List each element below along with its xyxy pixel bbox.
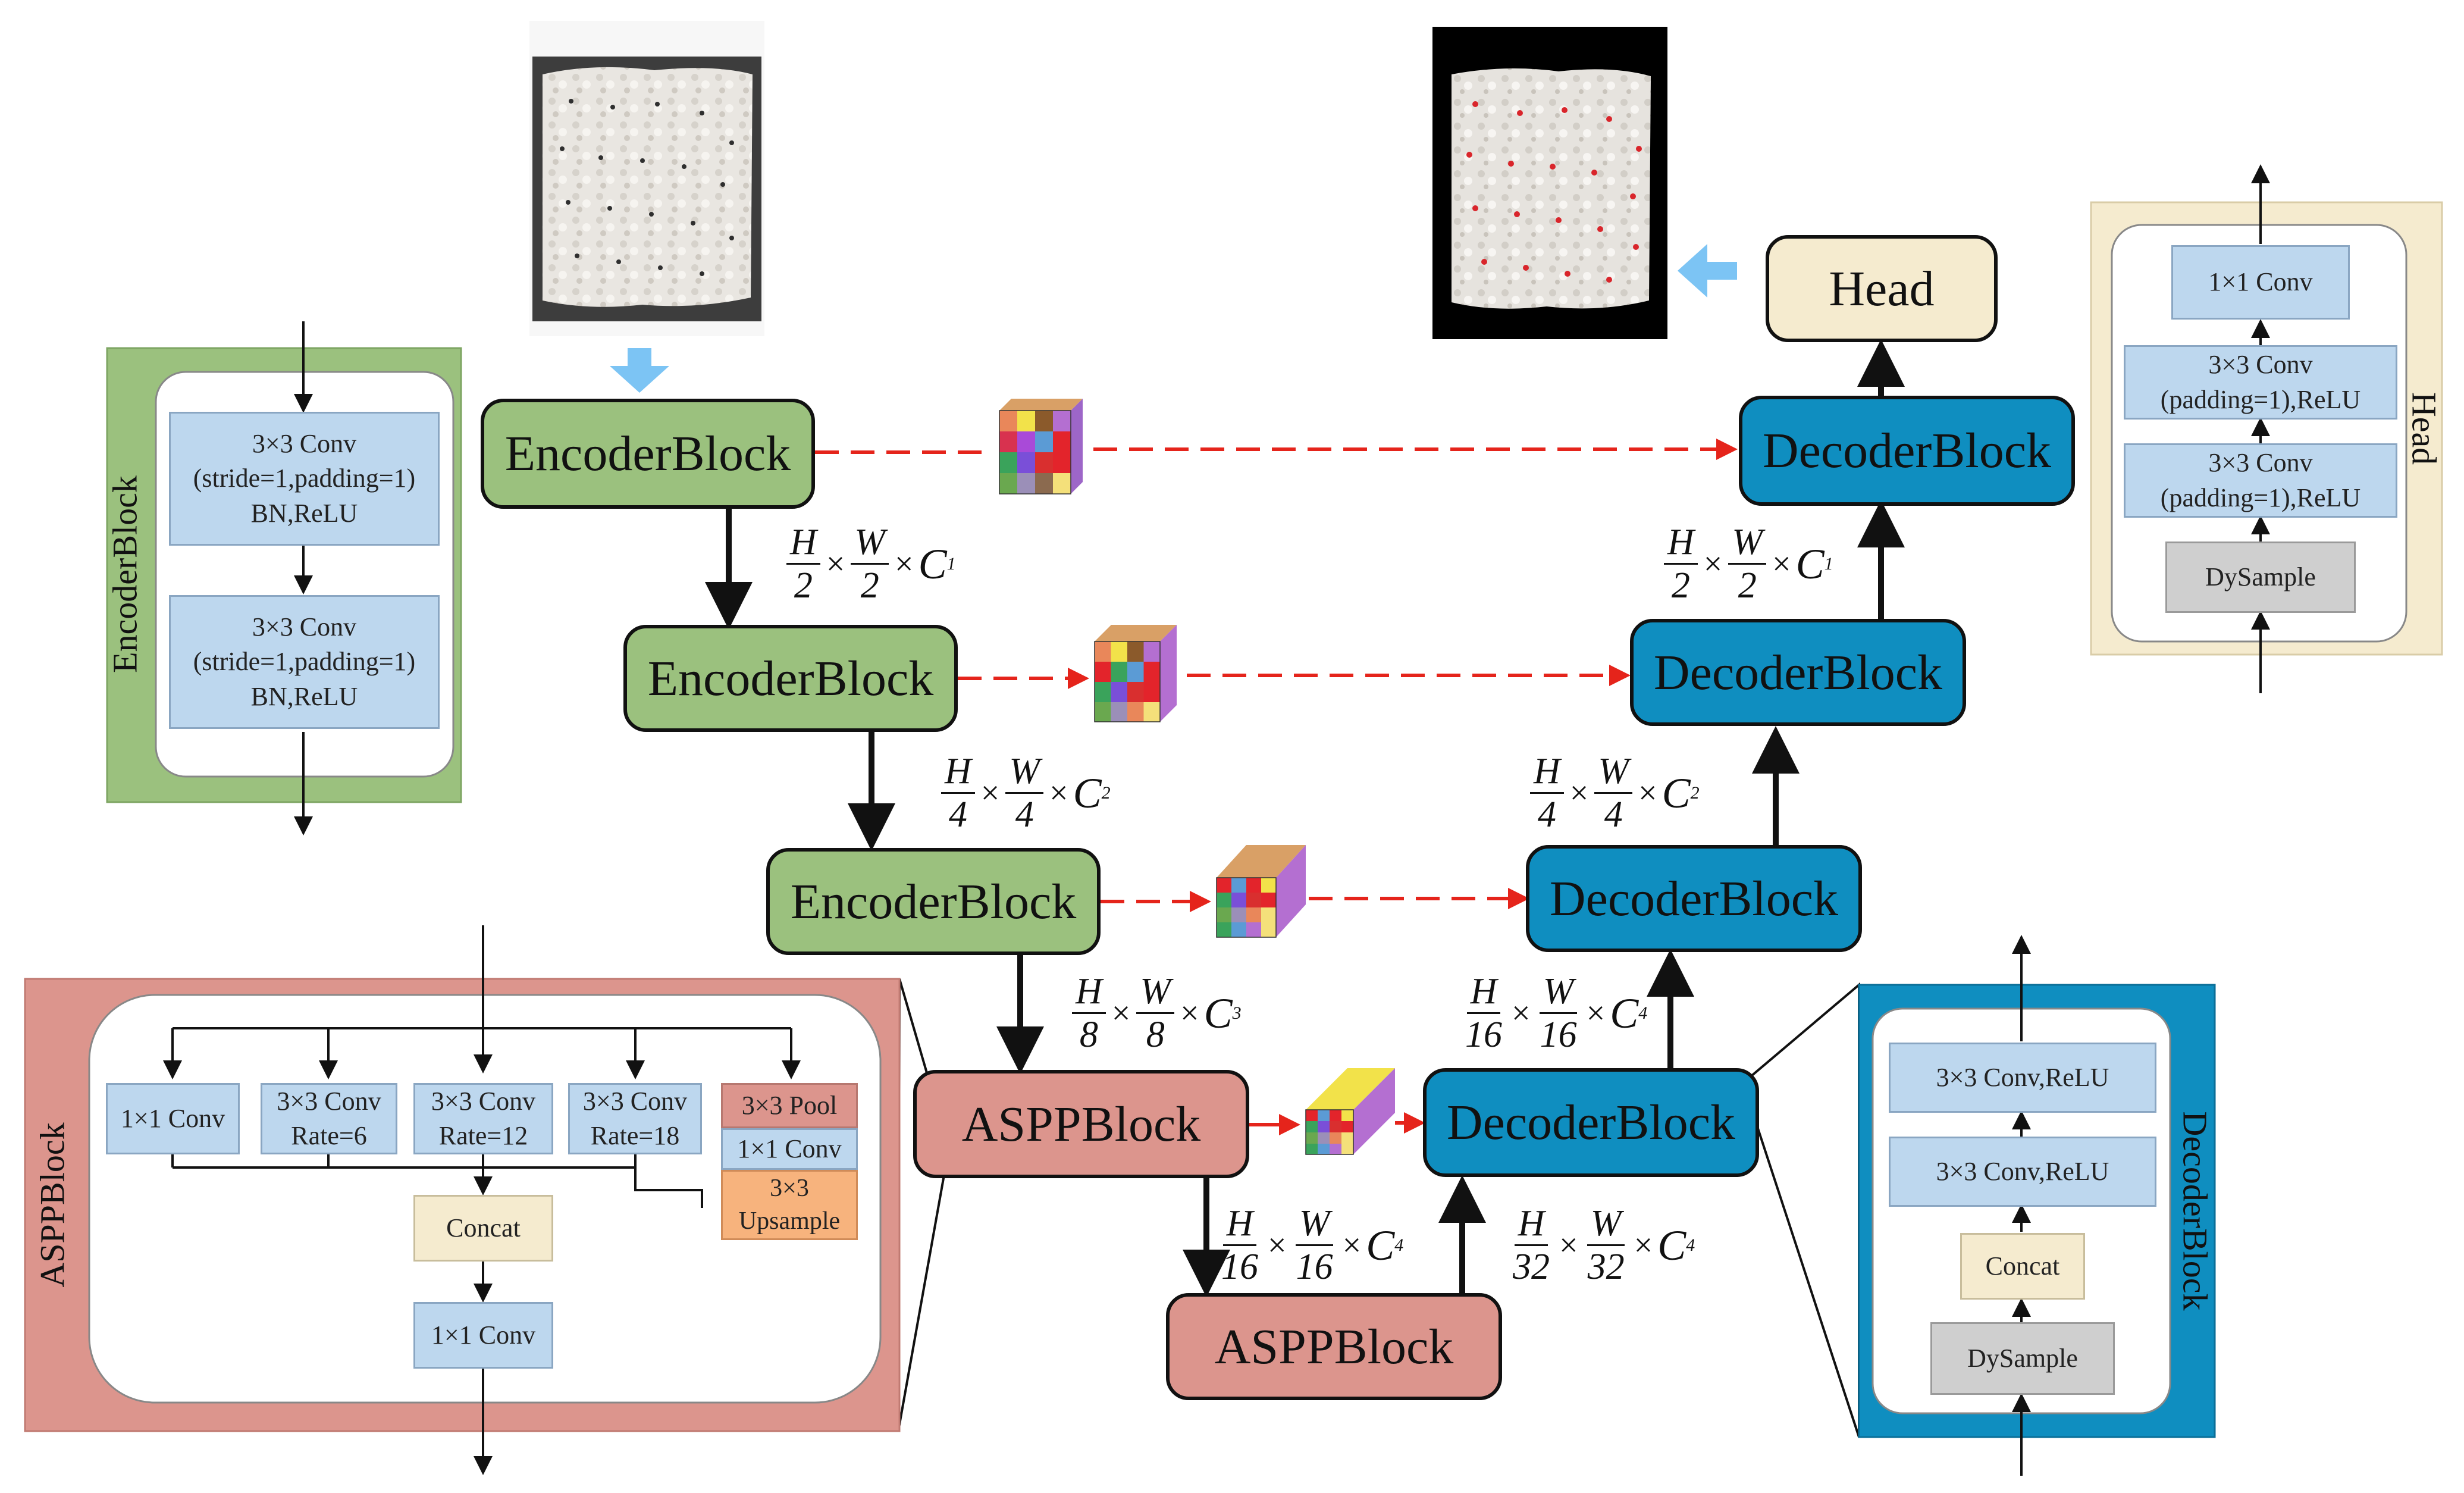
aspp-block-1: ASPPBlock	[913, 1070, 1249, 1178]
encoder-block-2: EncoderBlock	[623, 625, 958, 732]
head-conv3x3-2: 3×3 Conv (padding=1),ReLU	[2124, 443, 2397, 518]
head-block: Head	[1766, 235, 1998, 342]
decoder-detail-title: DecoderBlock	[2175, 1111, 2215, 1311]
decoder-block-3: DecoderBlock	[1630, 619, 1966, 726]
aspp-pool-conv: 1×1 Conv	[721, 1128, 858, 1170]
decoder-conv-relu-2: 3×3 Conv,ReLU	[1889, 1137, 2156, 1207]
decoder-conv-relu-1: 3×3 Conv,ReLU	[1889, 1043, 2156, 1113]
encoder-block-1: EncoderBlock	[481, 399, 815, 509]
head-detail-title: Head	[2405, 392, 2444, 465]
decoder-concat: Concat	[1960, 1233, 2085, 1300]
head-conv3x3-1: 3×3 Conv (padding=1),ReLU	[2124, 345, 2397, 420]
feature-cube-icon	[999, 399, 1083, 494]
feature-cube-icon	[1305, 1068, 1395, 1155]
aspp-branch-rate18: 3×3 Conv Rate=18	[568, 1083, 702, 1154]
feature-cube-icon	[1094, 625, 1177, 722]
encoder-conv-layer-1: 3×3 Conv (stride=1,padding=1) BN,ReLU	[169, 412, 440, 546]
aspp-pool: 3×3 Pool	[721, 1083, 858, 1128]
encoder-block-3: EncoderBlock	[766, 848, 1101, 955]
aspp-block-2: ASPPBlock	[1166, 1293, 1502, 1400]
skip-connections	[815, 439, 1738, 1135]
output-image	[1432, 27, 1667, 339]
encoder-detail-title: EncoderBlock	[105, 475, 145, 673]
aspp-branch-rate12: 3×3 Conv Rate=12	[413, 1083, 553, 1154]
encoder-detail-panel	[106, 321, 462, 835]
head-dysample: DySample	[2165, 542, 2356, 613]
head-conv1x1: 1×1 Conv	[2171, 245, 2350, 320]
decoder-block-1: DecoderBlock	[1423, 1068, 1759, 1177]
aspp-output-conv: 1×1 Conv	[413, 1302, 553, 1369]
aspp-branch-conv1x1: 1×1 Conv	[106, 1083, 240, 1154]
aspp-upsample: 3×3 Upsample	[721, 1170, 858, 1240]
decoder-dysample: DySample	[1930, 1322, 2115, 1395]
decoder-block-2: DecoderBlock	[1526, 845, 1862, 952]
main-flow-arrows	[705, 339, 1905, 1297]
aspp-concat: Concat	[413, 1195, 553, 1262]
output-arrow-icon	[1678, 244, 1737, 298]
encoder-conv-layer-2: 3×3 Conv (stride=1,padding=1) BN,ReLU	[169, 595, 440, 729]
aspp-detail-title: ASPPBlock	[33, 1122, 72, 1288]
aspp-branch-rate6: 3×3 Conv Rate=6	[261, 1083, 397, 1154]
input-arrow-icon	[610, 348, 669, 393]
feature-cube-icon	[1216, 845, 1306, 938]
input-image	[529, 21, 764, 336]
decoder-block-4: DecoderBlock	[1739, 396, 2075, 506]
